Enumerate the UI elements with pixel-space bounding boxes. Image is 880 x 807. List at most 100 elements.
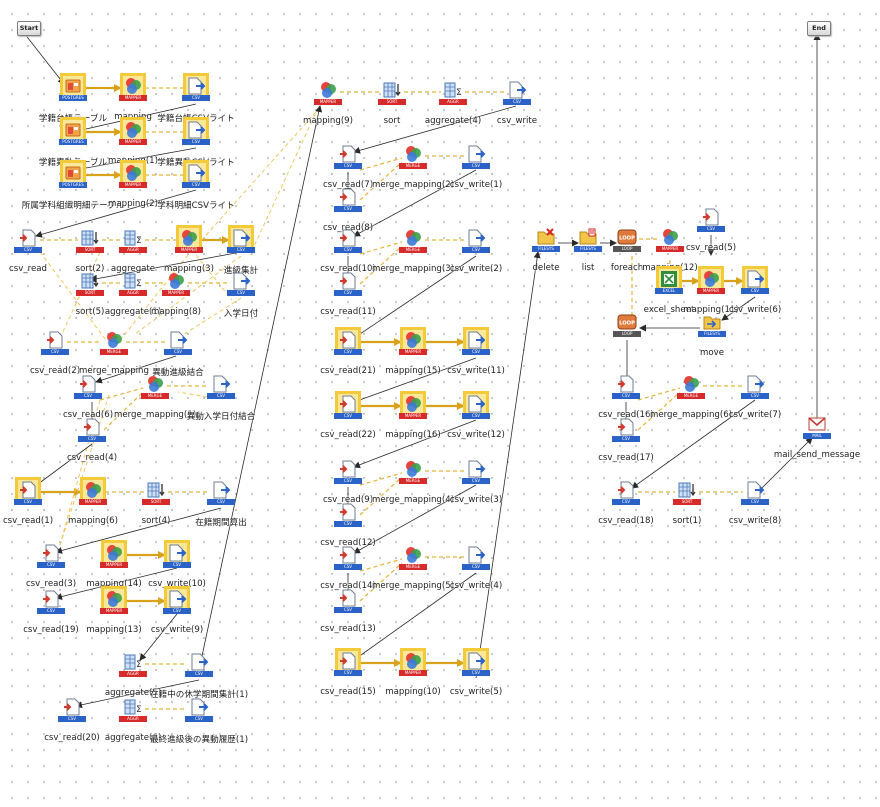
- component-node[interactable]: POSTGRES: [53, 73, 93, 110]
- component-node[interactable]: CSV: [176, 73, 216, 110]
- component-node[interactable]: MERGE: [393, 543, 433, 579]
- component-node[interactable]: MAPPER: [393, 327, 433, 364]
- component-node[interactable]: CSV: [328, 648, 368, 685]
- component-node[interactable]: CSV: [328, 543, 368, 579]
- component-node[interactable]: MAPPER: [691, 266, 731, 303]
- component-node[interactable]: CSV: [456, 391, 496, 428]
- component-node[interactable]: CSV: [328, 269, 368, 305]
- component-node[interactable]: POSTGRES: [53, 160, 93, 197]
- component-node[interactable]: CSV: [8, 477, 48, 514]
- component-node[interactable]: CSV: [691, 205, 731, 241]
- data-flow-edge: [359, 157, 403, 171]
- mapper-icon: [698, 266, 724, 292]
- component-node[interactable]: CSV: [176, 160, 216, 197]
- component-node[interactable]: CSV: [31, 587, 71, 623]
- component-node[interactable]: CSV: [456, 226, 496, 262]
- component-node[interactable]: CSV: [221, 225, 261, 262]
- component-node[interactable]: MAPPER: [94, 586, 134, 623]
- component-node[interactable]: MAPPER: [113, 73, 153, 110]
- component-node[interactable]: MAPPER: [393, 391, 433, 428]
- component-node[interactable]: CSV: [735, 266, 775, 303]
- component-node[interactable]: MAPPER: [650, 225, 690, 261]
- component-node[interactable]: CSV: [606, 372, 646, 408]
- component-node[interactable]: CSV: [72, 415, 112, 451]
- component-node[interactable]: MAPPER: [94, 540, 134, 577]
- component-node[interactable]: CSV: [68, 372, 108, 408]
- component-node[interactable]: CSV: [35, 328, 75, 364]
- component-node[interactable]: CSV: [31, 541, 71, 577]
- component-node[interactable]: MAIL: [797, 412, 837, 448]
- component-node[interactable]: SORT: [372, 78, 412, 114]
- component-node[interactable]: EXCEL: [649, 266, 689, 303]
- component-node[interactable]: CSV: [157, 540, 197, 577]
- svg-text:Σ: Σ: [136, 279, 142, 289]
- component-node[interactable]: CSV: [328, 391, 368, 428]
- component-node[interactable]: SORT: [70, 226, 110, 262]
- component-node[interactable]: CSV: [221, 269, 261, 305]
- component-type-badge: MERGE: [677, 393, 705, 399]
- component-node[interactable]: CSV: [606, 415, 646, 451]
- node-label: csv_read(7): [322, 180, 374, 190]
- start-node[interactable]: Start: [17, 21, 41, 36]
- component-type-badge: MAPPER: [119, 139, 147, 145]
- component-node[interactable]: CSV: [8, 226, 48, 262]
- component-node[interactable]: CSV: [52, 695, 92, 731]
- component-node[interactable]: MERGE: [393, 457, 433, 493]
- component-node[interactable]: SORT: [667, 478, 707, 514]
- component-node[interactable]: CSV: [328, 327, 368, 364]
- component-node[interactable]: SORT: [70, 269, 110, 305]
- component-node[interactable]: CSV: [328, 457, 368, 493]
- component-node[interactable]: POSTGRES: [53, 117, 93, 154]
- component-node[interactable]: FILESYS: [568, 225, 608, 261]
- component-node[interactable]: CSV: [328, 185, 368, 221]
- component-node[interactable]: CSV: [456, 543, 496, 579]
- component-node[interactable]: CSV: [328, 500, 368, 536]
- component-node[interactable]: CSV: [328, 586, 368, 622]
- component-node[interactable]: MAPPER: [113, 117, 153, 154]
- component-node[interactable]: FILESYS: [692, 310, 732, 346]
- component-node[interactable]: CSV: [179, 695, 219, 731]
- component-node[interactable]: CSV: [179, 650, 219, 686]
- aggregate-icon: Σ: [124, 230, 142, 246]
- component-node[interactable]: CSV: [456, 648, 496, 685]
- component-node[interactable]: CSV: [158, 328, 198, 364]
- end-node[interactable]: End: [807, 21, 831, 36]
- component-node[interactable]: MAPPER: [113, 160, 153, 197]
- component-node[interactable]: MERGE: [393, 142, 433, 178]
- component-node[interactable]: CSV: [201, 372, 241, 408]
- component-node[interactable]: MAPPER: [156, 269, 196, 305]
- component-node[interactable]: CSV: [606, 478, 646, 514]
- component-node[interactable]: FILESYS: [526, 225, 566, 261]
- component-node[interactable]: SORT: [136, 478, 176, 514]
- component-node[interactable]: MAPPER: [308, 78, 348, 114]
- component-type-badge: CSV: [741, 499, 769, 505]
- csv-write-icon: [191, 653, 209, 671]
- component-node[interactable]: MERGE: [135, 372, 175, 408]
- component-node[interactable]: CSV: [456, 457, 496, 493]
- component-type-badge: CSV: [462, 478, 490, 484]
- component-node[interactable]: MAPPER: [169, 225, 209, 262]
- component-node[interactable]: CSV: [157, 586, 197, 623]
- component-node[interactable]: CSV: [176, 117, 216, 154]
- component-node[interactable]: MERGE: [393, 226, 433, 262]
- component-node[interactable]: CSV: [735, 372, 775, 408]
- component-node[interactable]: MAPPER: [393, 648, 433, 685]
- node-label: sort(4): [141, 516, 171, 526]
- component-node[interactable]: CSV: [497, 78, 537, 114]
- component-node[interactable]: CSV: [456, 327, 496, 364]
- component-node[interactable]: CSV: [456, 142, 496, 178]
- component-node[interactable]: MERGE: [671, 372, 711, 408]
- component-node[interactable]: CSV: [735, 478, 775, 514]
- component-node[interactable]: CSV: [201, 478, 241, 514]
- component-node[interactable]: MAPPER: [73, 477, 113, 514]
- component-node[interactable]: MERGE: [94, 328, 134, 364]
- component-node[interactable]: CSV: [328, 142, 368, 178]
- component-node[interactable]: CSV: [328, 226, 368, 262]
